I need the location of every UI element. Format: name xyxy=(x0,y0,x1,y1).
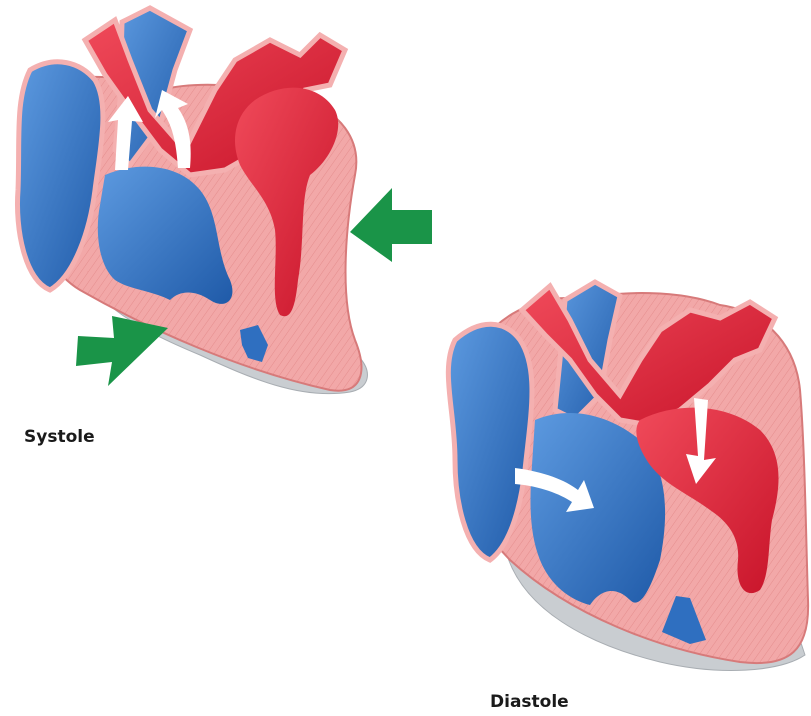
diastole-label: Diastole xyxy=(490,692,569,712)
diastole-heart xyxy=(448,282,808,670)
contraction-arrow-icon xyxy=(76,316,168,386)
systole-heart xyxy=(17,8,367,394)
contraction-arrow-icon xyxy=(350,188,432,262)
systole-label: Systole xyxy=(24,427,95,447)
